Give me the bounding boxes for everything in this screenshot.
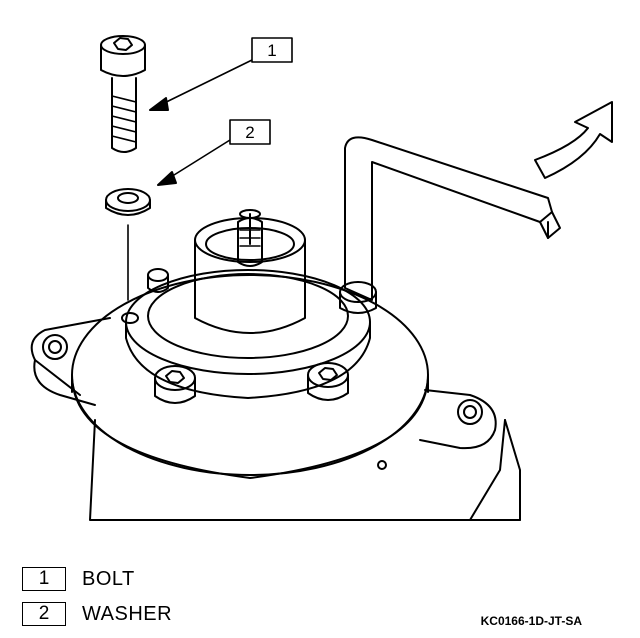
legend-label-bolt: BOLT — [82, 567, 135, 590]
leader-arrow-2 — [157, 139, 231, 186]
leader-arrow-1 — [149, 59, 253, 111]
legend-key-2: 2 — [22, 602, 66, 626]
installed-bolt-right — [307, 362, 349, 401]
legend-key-1: 1 — [22, 567, 66, 591]
transfer-case-housing — [30, 268, 521, 521]
washer-part — [105, 188, 151, 216]
rotation-arrow-icon — [534, 101, 613, 179]
callout-2: 2 — [229, 119, 271, 145]
callout-1-number: 1 — [267, 41, 276, 60]
callout-2-number: 2 — [245, 123, 254, 142]
bolt-part — [100, 35, 146, 153]
hex-wrench — [339, 136, 561, 314]
legend-row-bolt: 1 BOLT — [22, 565, 135, 593]
installed-bolt-left — [154, 365, 196, 404]
callout-1: 1 — [251, 37, 293, 63]
legend-label-washer: WASHER — [82, 602, 173, 625]
legend-row-washer: 2 WASHER — [22, 600, 172, 628]
figure-code: KC0166-1D-JT-SA — [480, 614, 582, 628]
output-shaft-boss — [194, 209, 306, 334]
